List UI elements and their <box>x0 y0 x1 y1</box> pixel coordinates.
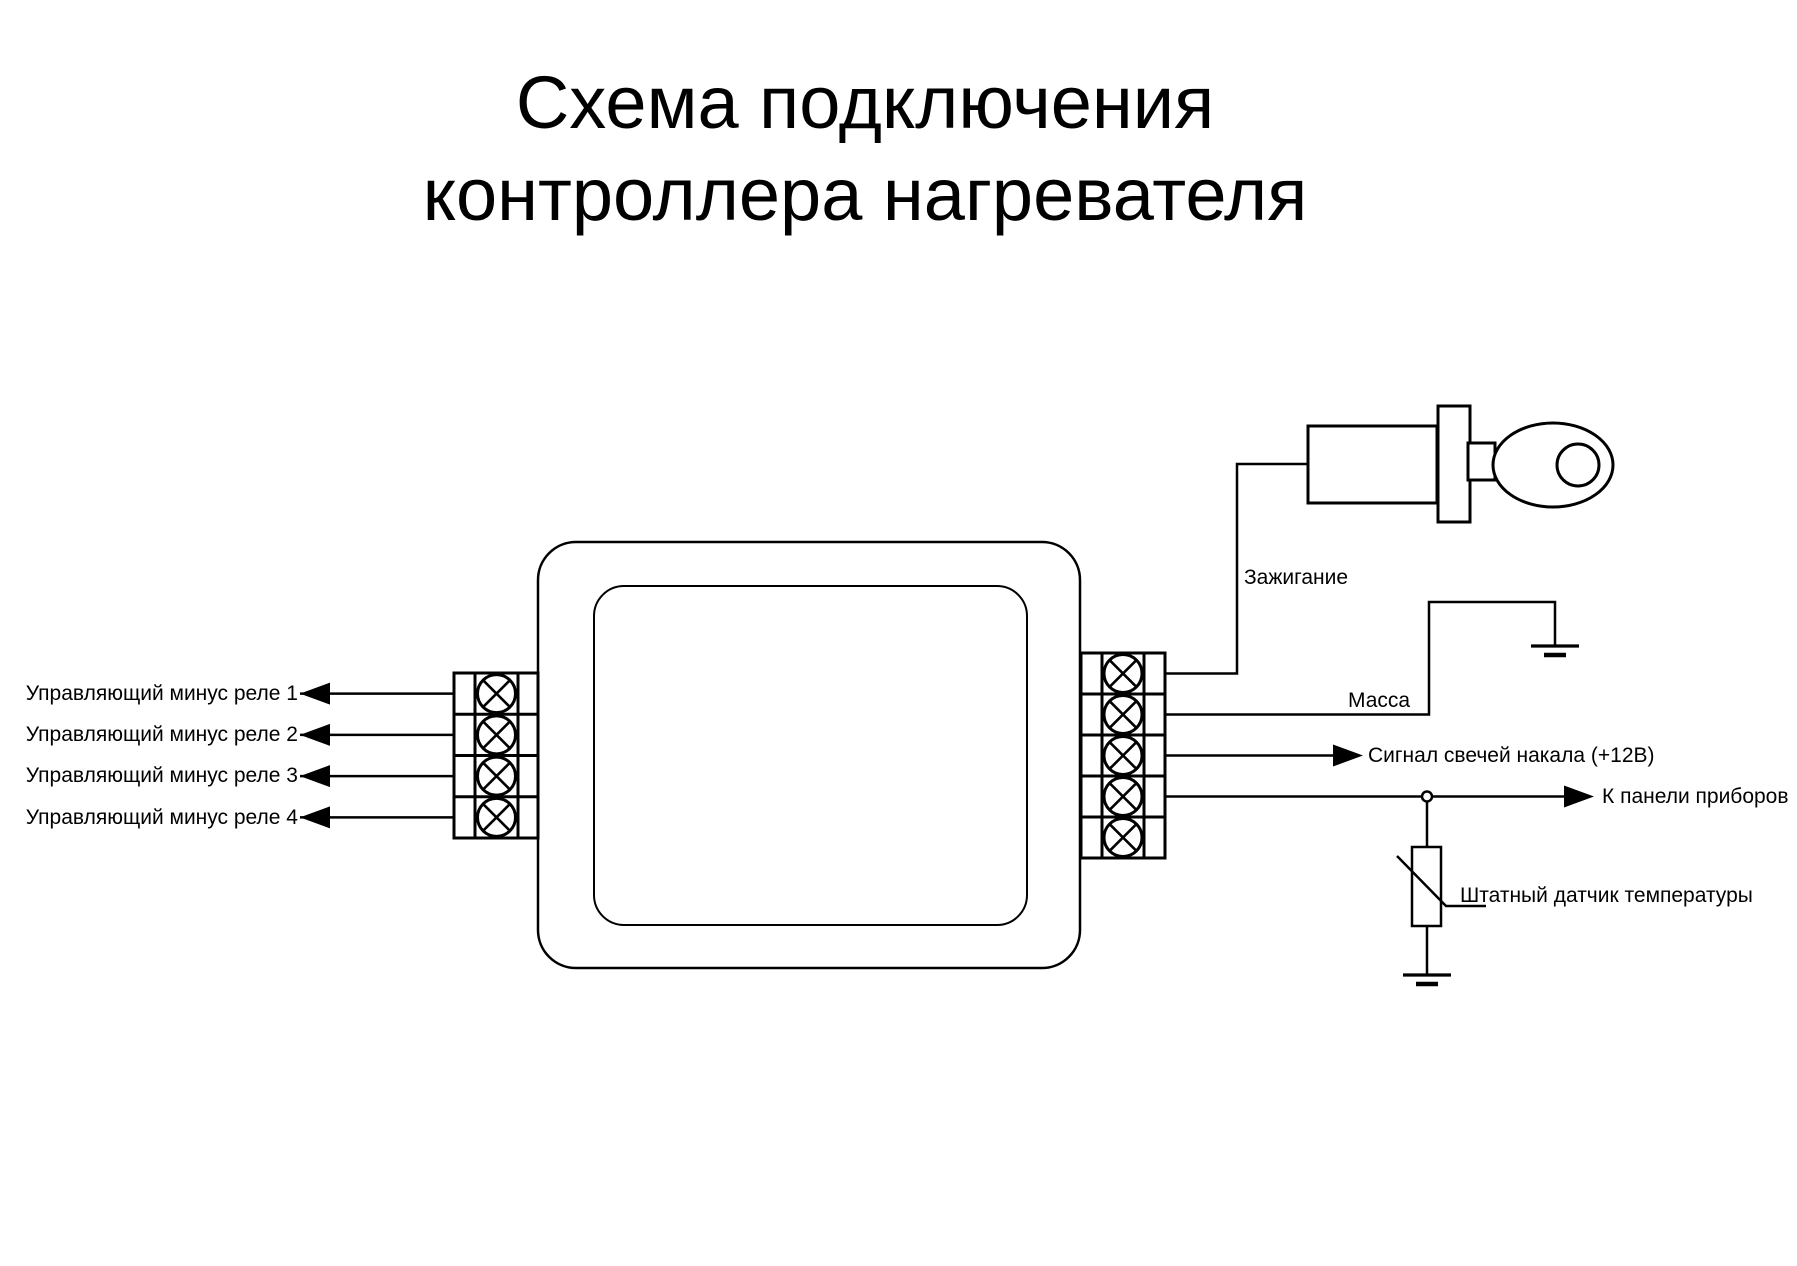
ignition-wire <box>1165 462 1310 675</box>
relay-3-label: Управляющий минус реле 3 <box>25 764 298 787</box>
relay-1-label: Управляющий минус реле 1 <box>25 682 298 705</box>
screw-terminal-icon <box>476 796 517 838</box>
title-line-2: контроллера нагревателя <box>422 153 1308 236</box>
arrow-left-icon <box>300 682 330 705</box>
key-hole <box>1555 442 1601 488</box>
ground-symbol-icon <box>1531 646 1579 655</box>
screw-terminal-icon <box>1102 694 1144 735</box>
relay-2-label: Управляющий минус реле 2 <box>25 723 298 746</box>
title-line-1: Схема подключения <box>515 61 1215 144</box>
thermistor-icon <box>1396 845 1486 928</box>
ground-wire <box>1165 600 1557 716</box>
screw-terminal-icon <box>1102 735 1144 776</box>
thermistor-diagonal <box>1396 855 1486 908</box>
lock-barrel <box>1306 424 1439 505</box>
ground-label: Масса <box>1348 689 1411 712</box>
dashboard-label: К панели приборов <box>1602 785 1789 808</box>
screw-terminal-icon <box>1102 776 1144 817</box>
controller-inner-box <box>593 585 1028 926</box>
key-shank <box>1466 441 1497 482</box>
arrow-right-icon <box>1564 785 1594 808</box>
lock-flange <box>1436 404 1472 524</box>
screw-terminal-icon <box>476 755 517 797</box>
screw-terminal-icon <box>1102 653 1144 694</box>
arrow-left-icon <box>300 806 330 829</box>
ignition-label: Зажигание <box>1244 566 1349 589</box>
arrow-left-icon <box>300 723 330 746</box>
temp-sensor-label: Штатный датчик температуры <box>1460 884 1753 907</box>
relay-4-label: Управляющий минус реле 4 <box>25 806 298 829</box>
ignition-key-icon <box>1306 404 1615 524</box>
screw-terminal-icon <box>1102 817 1144 858</box>
arrow-left-icon <box>300 765 330 788</box>
screw-terminal-icon <box>476 714 517 756</box>
ground-symbol-icon <box>1403 975 1451 984</box>
diagram-title: Схема подключения контроллера нагревател… <box>0 57 1730 241</box>
glow-plug-label: Сигнал свечей накала (+12В) <box>1368 744 1655 767</box>
arrow-right-icon <box>1333 744 1363 767</box>
screw-terminal-icon <box>476 673 517 715</box>
junction-dot <box>1420 790 1434 803</box>
